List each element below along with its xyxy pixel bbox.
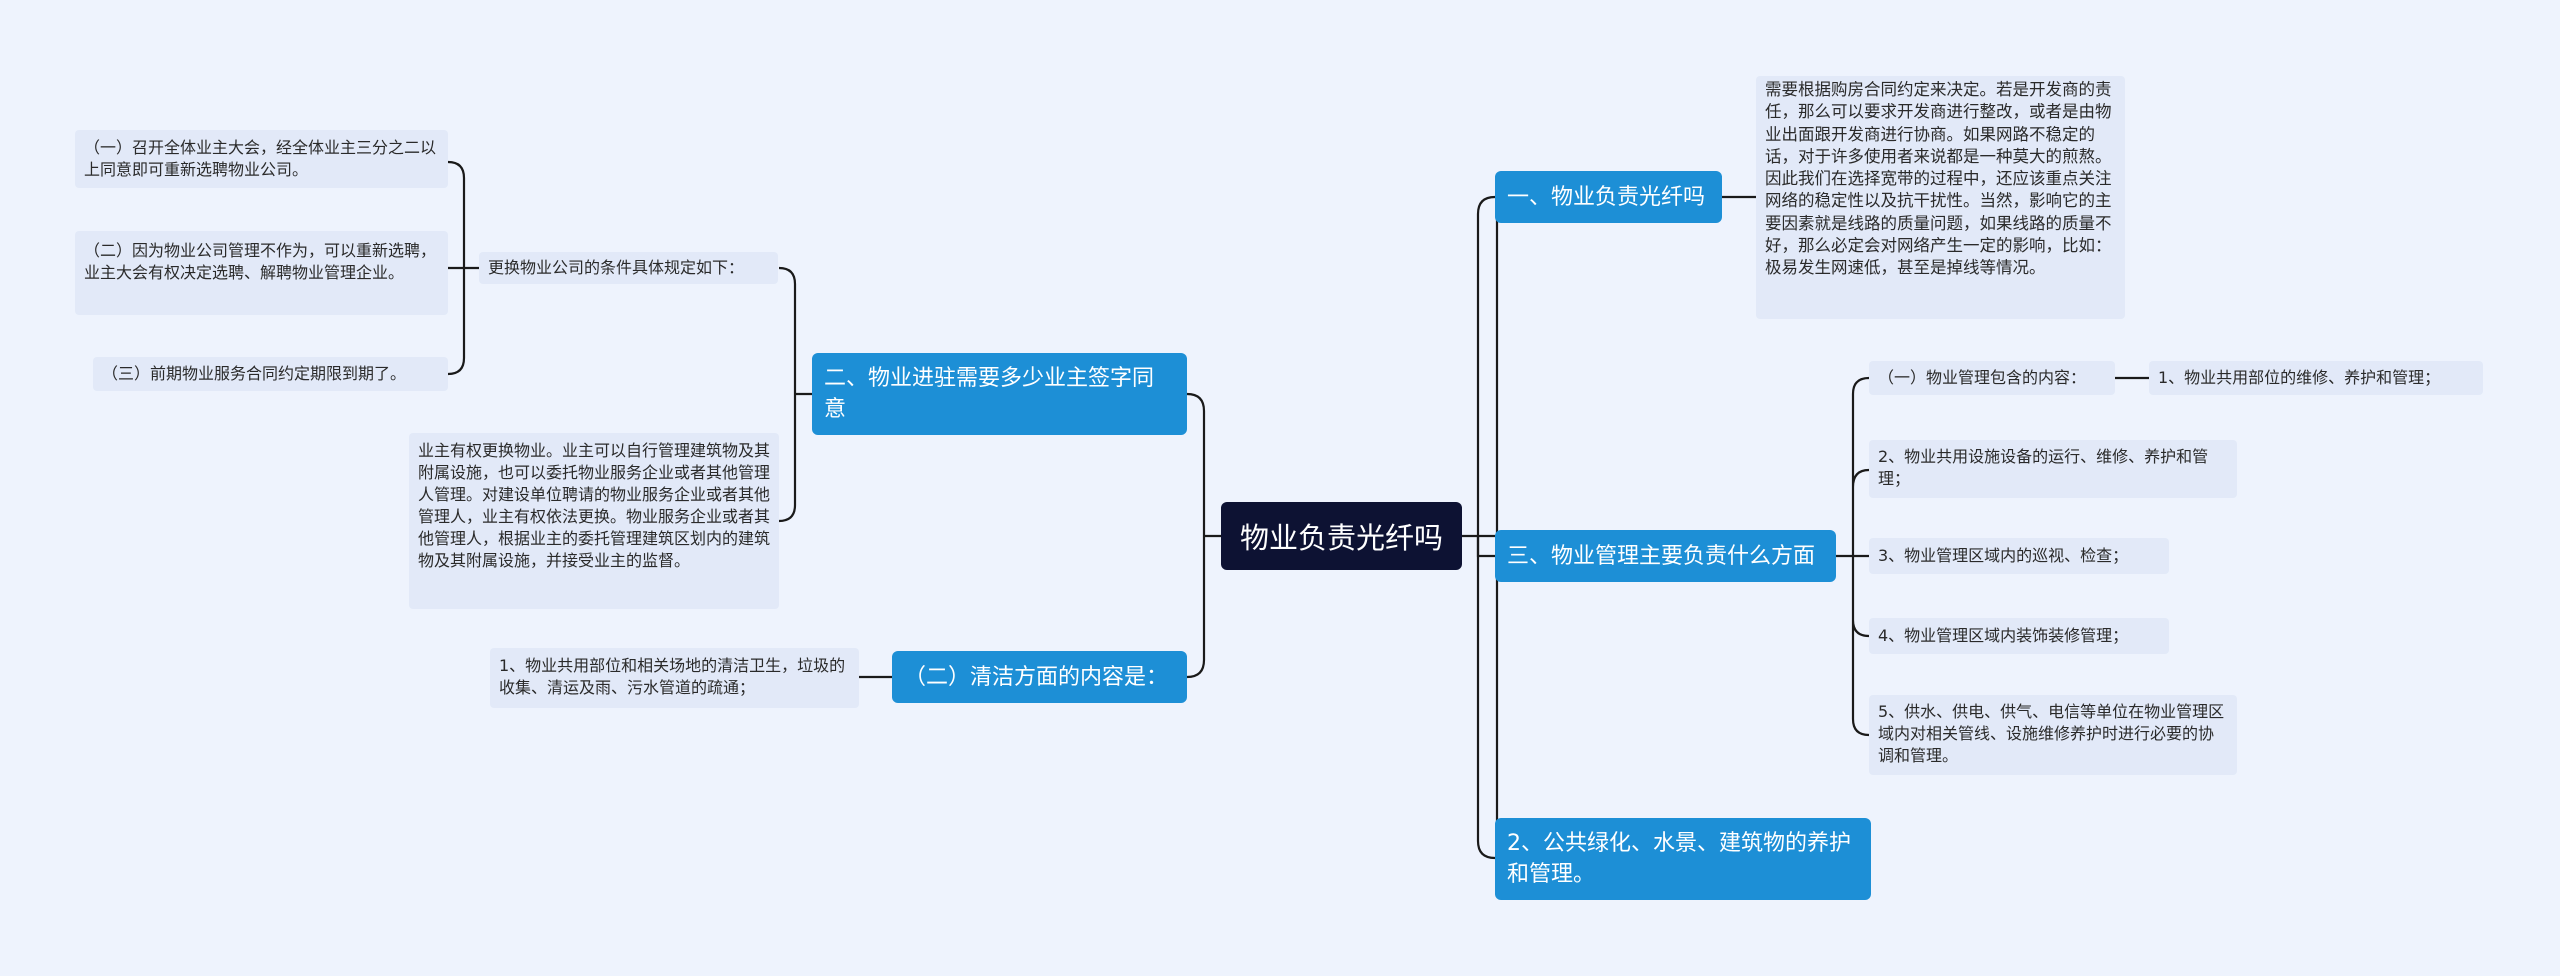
connector-root-right: [1462, 195, 1515, 858]
connector-b2-leaves: [1836, 376, 1870, 737]
leaf-decoration-management[interactable]: 4、物业管理区域内装饰装修管理；: [1869, 618, 2169, 654]
connector-right-b3: [1476, 536, 1496, 860]
leaf-replacement-conditions[interactable]: 更换物业公司的条件具体规定如下：: [479, 252, 778, 284]
leaf-condition-1[interactable]: （一）召开全体业主大会，经全体业主三分之二以上同意即可重新选聘物业公司。: [75, 130, 448, 188]
leaf-owner-rights[interactable]: 业主有权更换物业。业主可以自行管理建筑物及其附属设施，也可以委托物业服务企业或者…: [409, 433, 779, 609]
leaf-common-parts-maintenance[interactable]: 1、物业共用部位的维修、养护和管理；: [2149, 361, 2483, 395]
connector-left-b2: [1186, 536, 1206, 679]
branch-greening-maintenance[interactable]: 2、公共绿化、水景、建筑物的养护和管理。: [1495, 818, 1871, 900]
leaf-fiber-explanation[interactable]: 需要根据购房合同约定来决定。若是开发商的责任，那么可以要求开发商进行整改，或者是…: [1756, 76, 2125, 319]
connector-left-b1: [1186, 392, 1206, 536]
branch-cleaning-contents[interactable]: （二）清洁方面的内容是：: [892, 651, 1187, 703]
root-topic[interactable]: 物业负责光纤吗: [1221, 502, 1462, 570]
branch-owner-signatures[interactable]: 二、物业进驻需要多少业主签字同意: [812, 353, 1187, 435]
branch-management-scope[interactable]: 三、物业管理主要负责什么方面: [1495, 530, 1836, 582]
leaf-common-facilities[interactable]: 2、物业共用设施设备的运行、维修、养护和管理；: [1869, 440, 2237, 498]
leaf-utility-coordination[interactable]: 5、供水、供电、供气、电信等单位在物业管理区域内对相关管线、设施维修养护时进行必…: [1869, 695, 2237, 775]
leaf-cleaning-details[interactable]: 1、物业共用部位和相关场地的清洁卫生，垃圾的收集、清运及雨、污水管道的疏通；: [490, 648, 859, 708]
branch-fiber-responsibility[interactable]: 一、物业负责光纤吗: [1495, 171, 1722, 223]
leaf-condition-3[interactable]: （三）前期物业服务合同约定期限到期了。: [93, 357, 448, 391]
connector-right-b1: [1476, 195, 1496, 536]
connector-right-b2: [1476, 536, 1495, 558]
leaf-management-contents[interactable]: （一）物业管理包含的内容：: [1869, 361, 2115, 395]
leaf-patrol-inspection[interactable]: 3、物业管理区域内的巡视、检查；: [1869, 538, 2169, 574]
connector-lb1-leaves: [778, 266, 812, 523]
leaf-condition-2[interactable]: （二）因为物业公司管理不作为，可以重新选聘，业主大会有权决定选聘、解聘物业管理企…: [75, 231, 448, 315]
